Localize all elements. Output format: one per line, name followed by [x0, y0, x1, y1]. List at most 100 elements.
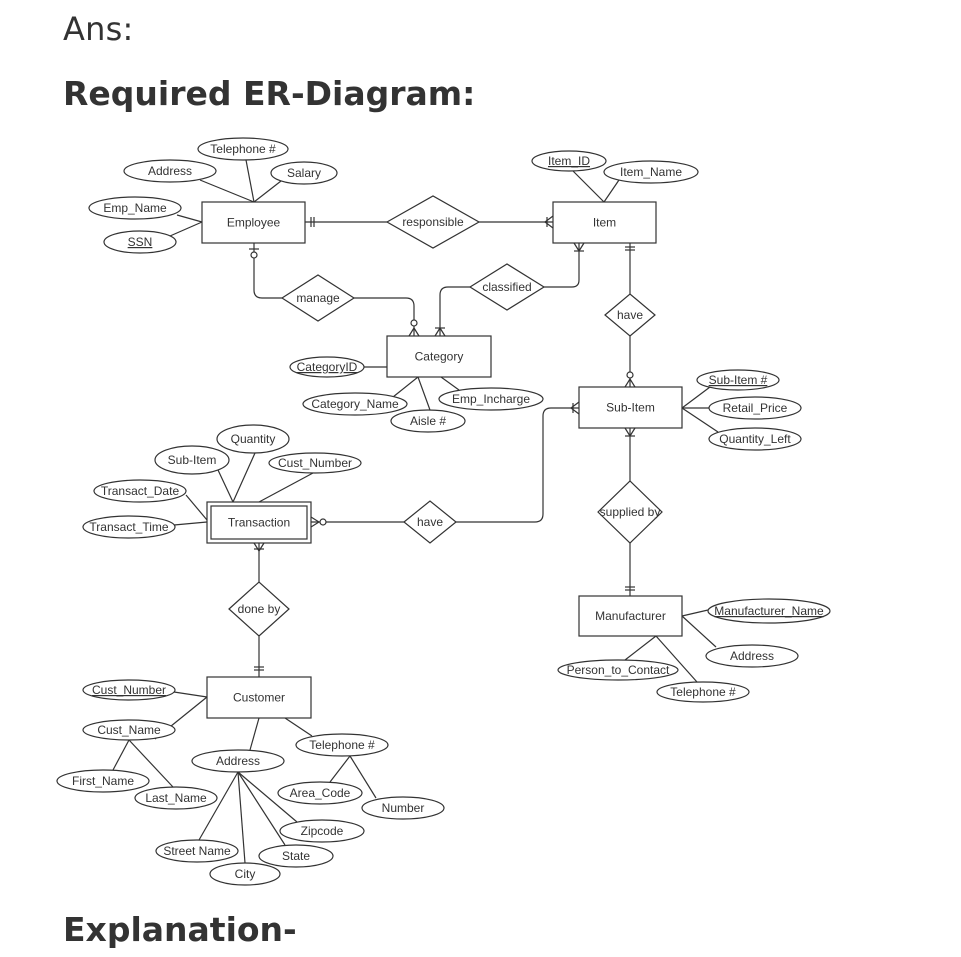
attribute-link-cu_street: [198, 771, 239, 841]
attribute-man_addr[interactable]: Address: [705, 644, 799, 668]
relationship-supplied_by[interactable]: supplied by: [597, 480, 663, 544]
relationship-responsible[interactable]: responsible: [385, 195, 481, 249]
circle-mark: [319, 518, 327, 526]
attribute-ellipse: [191, 749, 285, 773]
entity-box: [578, 595, 683, 637]
attribute-cu_name[interactable]: Cust_Name: [82, 719, 176, 741]
attribute-link-cu_city: [237, 771, 246, 864]
attribute-ellipse: [209, 862, 281, 886]
entity-manufacturer[interactable]: Manufacturer: [578, 595, 683, 637]
attribute-label: Address: [148, 164, 192, 178]
attribute-cu_street[interactable]: Street Name: [155, 839, 239, 863]
attribute-label: Address: [216, 754, 260, 768]
attribute-sub_price[interactable]: Retail_Price: [708, 396, 802, 420]
attribute-cu_first[interactable]: First_Name: [56, 769, 150, 793]
attribute-link-emp_salary: [253, 180, 282, 203]
attribute-emp_addr[interactable]: Address: [123, 159, 217, 183]
attribute-cu_city[interactable]: City: [209, 862, 281, 886]
attribute-label: Emp_Incharge: [452, 392, 530, 406]
attribute-link-cu_zip: [237, 771, 298, 823]
attribute-cat_id[interactable]: CategoryID: [289, 356, 365, 378]
entity-label: Transaction: [228, 516, 290, 530]
attribute-label: Cust_Number: [278, 456, 352, 470]
attribute-tr_date[interactable]: Transact_Date: [93, 479, 187, 503]
attribute-ellipse: [93, 479, 187, 503]
attribute-item_id[interactable]: Item_ID: [531, 150, 607, 172]
attribute-cu_number[interactable]: Number: [361, 796, 445, 820]
entity-category[interactable]: Category: [386, 335, 492, 378]
attribute-label: Emp_Name: [103, 201, 167, 215]
attribute-ellipse: [216, 424, 290, 454]
attribute-ellipse: [134, 786, 218, 810]
entity-label: Employee: [227, 216, 281, 230]
attribute-label: Area_Code: [290, 786, 351, 800]
attribute-tr_qty[interactable]: Quantity: [216, 424, 290, 454]
attribute-link-cu_first: [112, 739, 130, 771]
relationship-label: done by: [238, 602, 281, 616]
attribute-man_name[interactable]: Manufacturer_Name: [707, 598, 831, 624]
attribute-cat_name[interactable]: Category_Name: [302, 392, 408, 416]
attribute-link-cu_last: [128, 739, 174, 788]
attribute-link-sub_qty: [681, 407, 719, 433]
attribute-cat_emp[interactable]: Emp_Incharge: [438, 387, 544, 411]
attribute-tr_sub[interactable]: Sub-Item: [154, 445, 230, 475]
entity-box: [386, 335, 492, 378]
attribute-link-tr_qty: [232, 452, 256, 503]
crowfoot-mark: [544, 221, 554, 229]
attribute-cu_area[interactable]: Area_Code: [277, 781, 363, 805]
attribute-link-man_addr: [681, 615, 717, 648]
attribute-cu_last[interactable]: Last_Name: [134, 786, 218, 810]
circle-mark: [410, 319, 418, 327]
attribute-emp_ssn[interactable]: SSN: [103, 230, 177, 254]
relationship-manage[interactable]: manage: [280, 274, 356, 322]
connector-have-subitem2: [456, 407, 579, 523]
relationship-have_trans[interactable]: have: [403, 500, 457, 544]
attribute-link-tr_sub: [217, 469, 234, 503]
attribute-ellipse: [708, 427, 802, 451]
attribute-label: Transact_Time: [89, 520, 168, 534]
attribute-ellipse: [279, 819, 365, 843]
attribute-tr_cust[interactable]: Cust_Number: [268, 452, 362, 474]
attribute-item_name[interactable]: Item_Name: [603, 160, 699, 184]
attribute-sub_num[interactable]: Sub-Item #: [696, 369, 780, 391]
attribute-link-emp_name: [176, 214, 203, 223]
crowfoot-mark: [413, 327, 420, 337]
attribute-label: State: [282, 849, 310, 863]
relationship-have_item[interactable]: have: [604, 293, 656, 337]
relationship-diamond: [604, 293, 656, 337]
attribute-man_person[interactable]: Person_to_Contact: [557, 659, 679, 681]
attribute-label: Number: [382, 801, 425, 815]
attribute-sub_qty[interactable]: Quantity_Left: [708, 427, 802, 451]
circle-mark: [250, 251, 258, 259]
attribute-cu_tel[interactable]: Telephone #: [295, 733, 389, 757]
attribute-emp_salary[interactable]: Salary: [270, 161, 338, 185]
attribute-link-emp_tel: [245, 159, 255, 203]
attribute-ellipse: [708, 396, 802, 420]
attribute-cu_addr[interactable]: Address: [191, 749, 285, 773]
attribute-man_tel[interactable]: Telephone #: [656, 681, 750, 703]
attribute-label: Telephone #: [309, 738, 375, 752]
attribute-label: Quantity: [231, 432, 276, 446]
attribute-link-cu_num: [173, 691, 208, 698]
entity-employee[interactable]: Employee: [201, 201, 306, 244]
crowfoot-mark: [258, 542, 265, 552]
attribute-cu_num[interactable]: Cust_Number: [82, 679, 176, 701]
attribute-cat_aisle[interactable]: Aisle #: [390, 409, 466, 433]
attribute-tr_time[interactable]: Transact_Time: [82, 515, 176, 539]
attribute-link-cu_addr: [249, 717, 260, 751]
attribute-link-cu_number: [349, 755, 377, 799]
attribute-label: Last_Name: [145, 791, 207, 805]
relationship-classified[interactable]: classified: [468, 263, 546, 311]
relationship-done_by[interactable]: done by: [228, 581, 290, 637]
relationship-diamond: [280, 274, 356, 322]
entity-subitem[interactable]: Sub-Item: [578, 386, 683, 429]
attribute-link-tr_time: [173, 521, 208, 526]
attribute-cu_zip[interactable]: Zipcode: [279, 819, 365, 843]
entity-transaction[interactable]: Transaction: [206, 501, 312, 544]
entity-customer[interactable]: Customer: [206, 676, 312, 719]
entity-item[interactable]: Item: [552, 201, 657, 244]
attribute-emp_name[interactable]: Emp_Name: [88, 196, 182, 220]
attribute-emp_tel[interactable]: Telephone #: [197, 137, 289, 161]
attribute-ellipse: [295, 733, 389, 757]
attribute-cu_state[interactable]: State: [258, 844, 334, 868]
